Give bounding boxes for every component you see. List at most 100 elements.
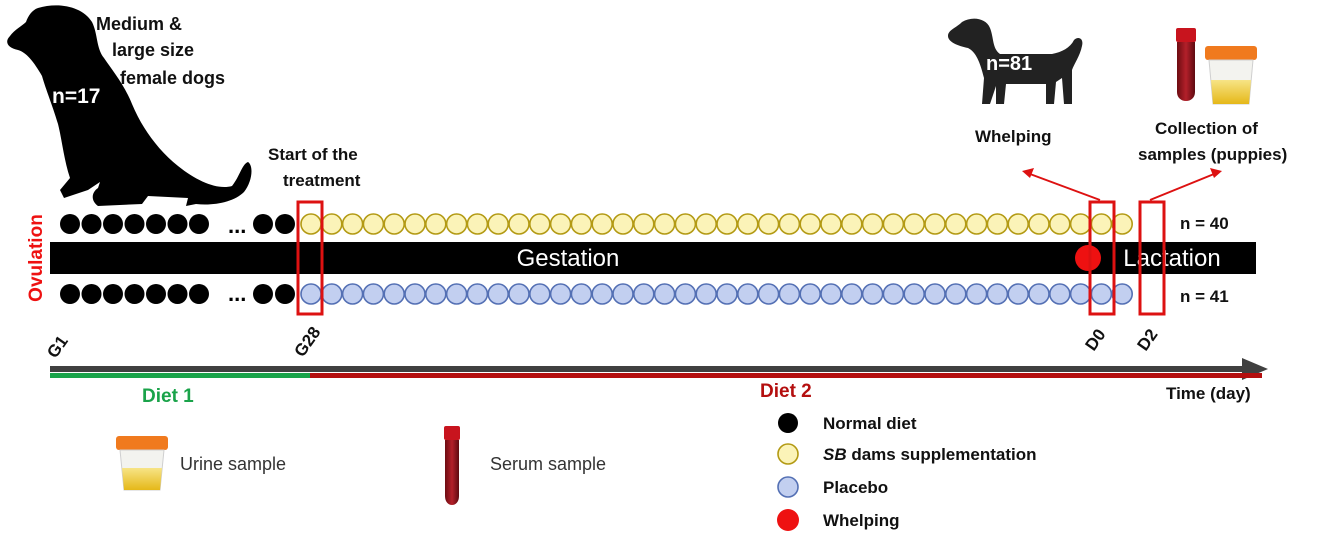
placebo-dot [570,283,593,305]
whelping-marker [1075,245,1101,271]
sb-supplementation-dot [799,213,822,235]
sb-supplementation-dot [445,213,468,235]
normal-diet-dot [124,214,145,234]
normal-diet-dot [253,284,273,304]
normal-diet-dot [146,284,166,304]
sb-supplementation-dot [487,213,510,235]
normal-diet-dot [60,284,80,304]
lactation-label: Lactation [1123,245,1220,272]
placebo-dot [528,283,551,305]
placebo-dot [362,283,385,305]
urine-cup-icon [1205,46,1257,105]
sb-supplementation-dot [508,213,530,235]
placebo-dot [799,283,822,305]
placebo-dot [820,283,842,305]
sb-supplementation-dot [570,213,593,235]
normal-diet-dot [103,284,123,304]
whelping-label: Whelping [975,127,1051,146]
collection-arrow [1149,168,1222,201]
normal-diet-dot [189,284,209,304]
placebo-dot [736,283,759,305]
normal-diet-dot [167,214,188,234]
timepoint-d0: D0 [1081,325,1109,354]
placebo-dot [861,283,884,305]
normal-diet-dot [103,214,123,234]
puppies-count: n=81 [986,53,1032,75]
placebo-dot [986,283,1009,305]
dog-silhouette-icon [7,5,252,207]
g28-highlight-box [296,200,324,316]
normal-diet-dot [275,214,295,234]
normal-diet-dot [124,284,145,304]
sb-supplementation-dot [466,213,489,235]
sb-supplementation-dot [757,213,780,235]
timepoint-g28: G28 [290,323,324,360]
placebo-dot [1028,283,1050,305]
diet2-bar [310,373,1262,378]
sb-supplementation-dot [591,213,614,235]
placebo-dot [965,283,988,305]
legend-sb-rest: dams supplementation [847,445,1037,464]
sb-supplementation-dot [1069,213,1092,235]
legend-normal-diet-label: Normal diet [823,414,917,433]
placebo-dot [1049,283,1071,305]
sb-supplementation-dot [653,213,676,235]
gestation-label: Gestation [517,245,620,272]
placebo-dot [924,283,946,305]
legend-whelping-label: Whelping [823,511,899,530]
top-row-ellipsis: ... [228,213,246,238]
placebo-dot [487,283,510,305]
placebo-dot [445,283,468,305]
placebo-dot [840,283,863,305]
sb-supplementation-dot [903,213,926,235]
treatment-label-line2: treatment [283,171,361,190]
diet1-bar [50,373,310,378]
placebo-dot [591,283,614,305]
legend-placebo-marker [777,476,799,498]
placebo-dot [383,283,406,305]
sb-supplementation-dot [861,213,884,235]
sb-supplementation-dot [882,213,905,235]
placebo-dot [632,283,655,305]
timepoint-g1: G1 [43,332,72,361]
sb-supplementation-dot [778,213,801,235]
d0-highlight-box [1088,200,1116,316]
placebo-dot [1007,283,1030,305]
sb-supplementation-dot [986,213,1009,235]
time-axis-label: Time (day) [1166,384,1251,403]
sb-supplementation-dot [1111,213,1133,235]
bottom-group-count: n = 41 [1180,287,1229,306]
sb-supplementation-dot [1090,213,1113,235]
placebo-dot [1111,283,1133,305]
blood-tube-icon [444,426,460,505]
urine-cup-icon [116,436,168,491]
sb-supplementation-dot [1007,213,1030,235]
sb-supplementation-dot [632,213,655,235]
normal-diet-dot [60,214,80,234]
ovulation-label: Ovulation [26,214,47,302]
top-group-count: n = 40 [1180,214,1229,233]
timeline-bar [50,242,1256,274]
sb-supplementation-dot [820,213,842,235]
placebo-dot [508,283,530,305]
dams-count: n=17 [52,85,100,108]
sb-supplementation-dot [716,213,738,235]
placebo-dot [549,283,572,305]
sb-supplementation-dot [695,213,718,235]
placebo-dot [903,283,926,305]
sb-supplementation-dot [362,213,385,235]
normal-diet-dot [275,284,295,304]
sb-supplementation-dot [944,213,967,235]
placebo-dot [653,283,676,305]
placebo-dot [757,283,780,305]
sb-supplementation-dot [840,213,863,235]
diet1-label: Diet 1 [142,386,194,407]
serum-sample-label: Serum sample [490,454,606,474]
placebo-dot [716,283,738,305]
treatment-label-line1: Start of the [268,145,358,164]
blood-tube-icon [1176,28,1196,101]
intro-title-line3: female dogs [120,68,225,88]
sb-supplementation-dot [612,213,634,235]
bottom-row-ellipsis: ... [228,281,246,306]
placebo-dot [1069,283,1092,305]
